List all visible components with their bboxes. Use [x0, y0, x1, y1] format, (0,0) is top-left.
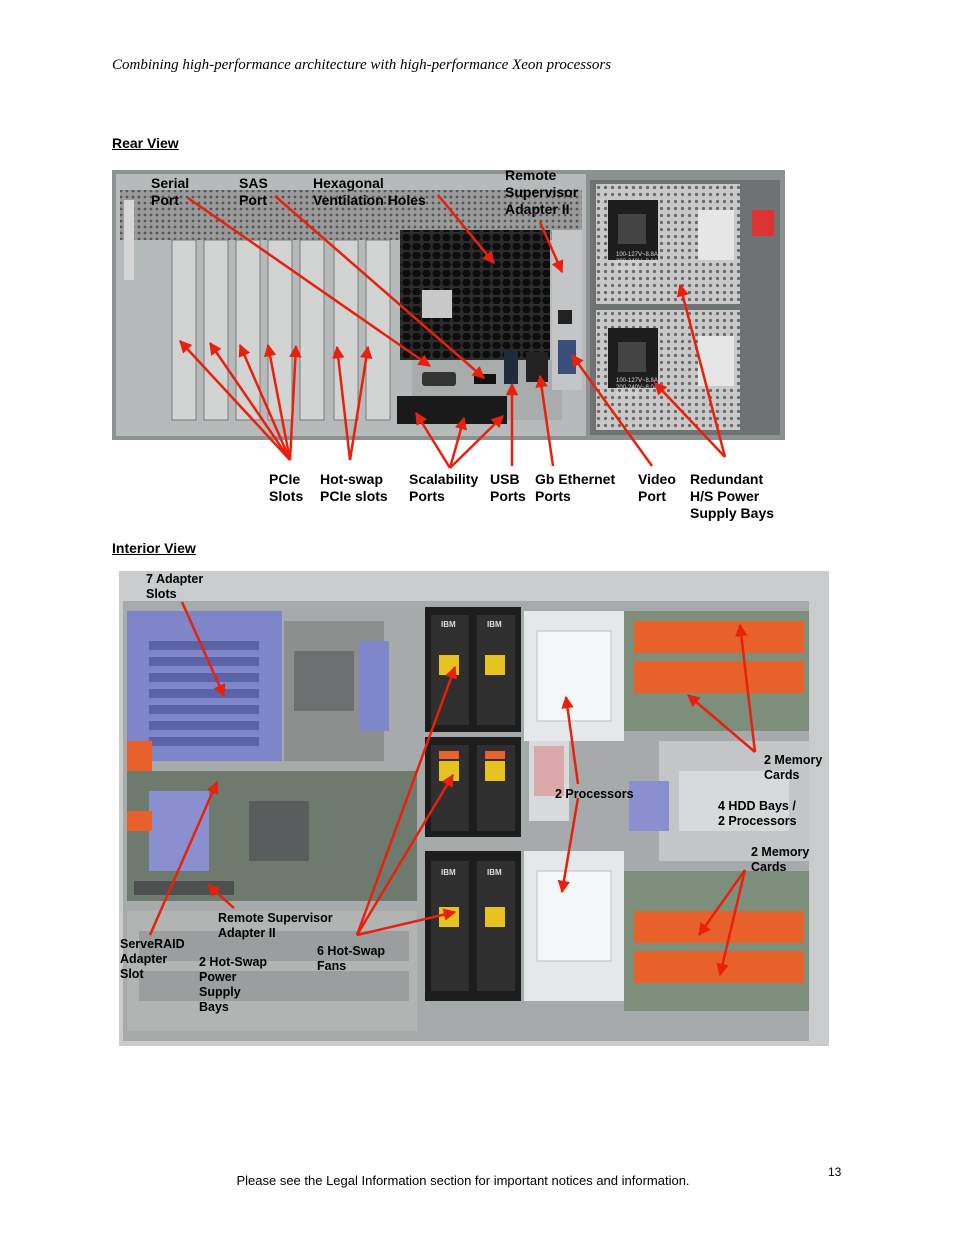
label-serial-port: Serial Port [151, 175, 190, 208]
page-number: 13 [828, 1165, 842, 1179]
psu-rating-top-line3: 50-60Hz [616, 266, 639, 272]
psu-rating-bottom-line1: 100-127V~8.8A [616, 378, 658, 384]
document-header: Combining high-performance architecture … [112, 57, 612, 73]
label-remote-supervisor-adapter: Remote Supervisor Adapter II [505, 167, 579, 217]
fan-brand-3: IBM [441, 868, 456, 877]
fan-brand-4: IBM [487, 868, 502, 877]
fan-brand-2: IBM [487, 620, 502, 629]
rear-view-heading: Rear View [112, 135, 179, 151]
label-2-memory-cards-top: 2 Memory Cards [764, 753, 823, 782]
label-redundant-psu-bays: Redundant H/S Power Supply Bays [690, 471, 775, 521]
label-scalability-ports: Scalability Ports [409, 471, 479, 504]
rear-view-illustration: 100-127V~8.8A 200-240V~8.0A 50-60Hz 100-… [112, 170, 785, 440]
psu-rating-bottom-line2: 200-240V~8.0A [616, 385, 658, 391]
label-hex-ventilation: Hexagonal Ventilation Holes [313, 175, 426, 208]
psu-rating-top-line2: 200-240V~8.0A [616, 259, 658, 265]
footer-legal-notice: Please see the Legal Information section… [236, 1173, 690, 1188]
label-gb-ethernet-ports: Gb Ethernet Ports [535, 471, 616, 504]
label-pcie-slots: PCIe Slots [269, 471, 304, 504]
label-sas-port: SAS Port [239, 175, 268, 208]
label-usb-ports: USB Ports [490, 471, 526, 504]
rear-view-photo: 100-127V~8.8A 200-240V~8.0A 50-60Hz 100-… [112, 170, 785, 440]
psu-rating-top-line1: 100-127V~8.8A [616, 252, 658, 258]
label-serveraid-adapter-slot: ServeRAID Adapter Slot [120, 937, 185, 981]
label-4-hdd-bays: 4 HDD Bays / 2 Processors [718, 799, 797, 828]
label-2-processors: 2 Processors [555, 787, 634, 801]
fan-brand-1: IBM [441, 620, 456, 629]
label-video-port: Video Port [638, 471, 676, 504]
label-6-hotswap-fans: 6 Hot-Swap Fans [317, 944, 386, 973]
label-2-memory-cards-bottom: 2 Memory Cards [751, 845, 810, 874]
label-7-adapter-slots: 7 Adapter Slots [146, 572, 204, 601]
label-remote-supervisor-adapter-ii: Remote Supervisor Adapter II [218, 911, 333, 940]
psu-rating-bottom-line3: 50-60Hz [616, 392, 639, 398]
interior-view-heading: Interior View [112, 540, 196, 556]
label-2-hotswap-psu-bays: 2 Hot-Swap Power Supply Bays [199, 955, 268, 1014]
label-hotswap-pcie-slots: Hot-swap PCIe slots [320, 471, 388, 504]
